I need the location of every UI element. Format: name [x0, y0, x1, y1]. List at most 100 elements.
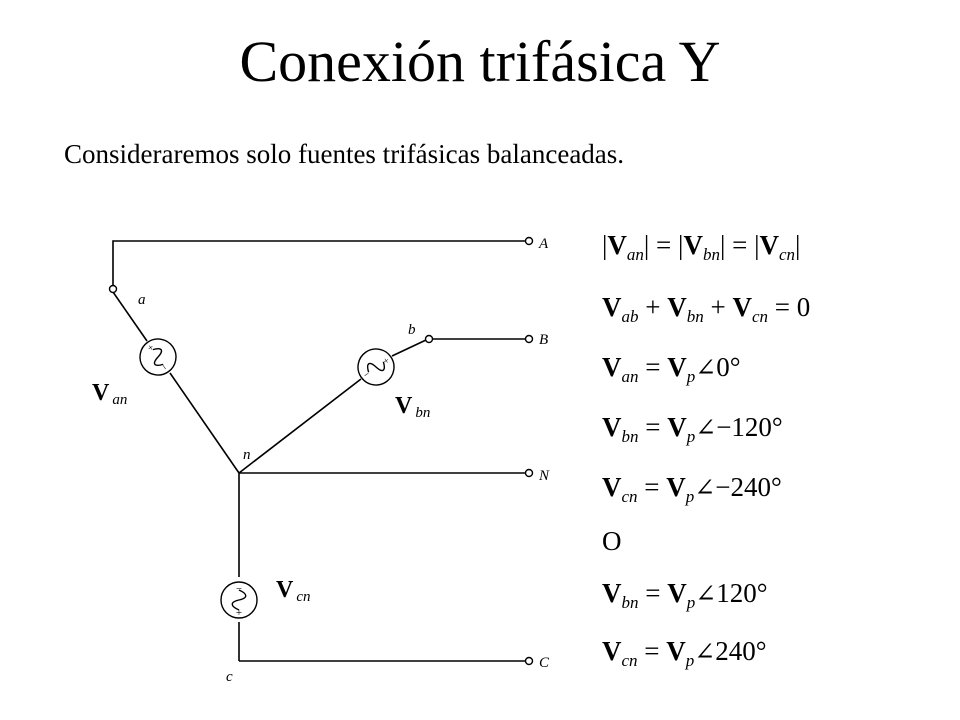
eq1-s3: cn [779, 245, 796, 264]
wire-source-b-to-b [391, 339, 427, 357]
eq2-s2: bn [686, 307, 704, 326]
eq7-s2: p [685, 651, 695, 670]
source-cn-symbol: − + [220, 581, 258, 619]
eq2-v3: V [732, 292, 752, 322]
source-an-label-symbol: V [92, 380, 110, 406]
source-an-minus: − [158, 362, 170, 373]
node-n-label: n [243, 447, 251, 463]
eq3-s1: an [621, 367, 639, 386]
eq7-value: 240° [715, 636, 767, 666]
eq1-part4: | [795, 230, 801, 260]
equation-magnitudes: |Van| = |Vbn| = |Vcn| [602, 225, 800, 265]
eq6-s1: bn [621, 593, 639, 612]
eq3-value: 0° [716, 352, 741, 382]
eq4-s1: bn [621, 427, 639, 446]
terminal-A-label: A [538, 236, 549, 252]
eq6-v2: V [667, 578, 687, 608]
source-bn-label-sub: bn [415, 405, 430, 421]
terminal-C-label: C [539, 655, 550, 671]
source-bn-plus: + [381, 355, 392, 367]
eq4-v2: V [667, 412, 687, 442]
node-b-label: b [408, 322, 416, 338]
terminal-A-dot [524, 236, 534, 246]
eq2-part3: = 0 [768, 292, 811, 322]
terminal-B-label: B [539, 332, 548, 348]
terminal-C-dot [524, 656, 534, 666]
eq1-part1: | [602, 230, 608, 260]
eq1-v1: V [607, 230, 627, 260]
source-bn-minus: − [362, 369, 373, 381]
source-bn-symbol: − + [357, 348, 395, 386]
eq1-part3: | = | [719, 230, 760, 260]
source-cn-label-symbol: V [276, 577, 294, 603]
equation-or: O [602, 526, 622, 556]
node-c-label: c [226, 669, 233, 685]
wire-a-to-A [112, 240, 526, 285]
eq2-part2: + [703, 292, 733, 322]
eq2-s1: ab [621, 307, 639, 326]
eq7-v1: V [602, 636, 622, 666]
node-b-dot [424, 334, 434, 344]
angle-icon: ∠ [695, 355, 717, 382]
terminal-N-label: N [538, 468, 550, 484]
eq7-s1: cn [621, 651, 638, 670]
eq4-v1: V [602, 412, 622, 442]
eq1-s1: an [626, 245, 644, 264]
terminal-B-dot [524, 334, 534, 344]
wire-n-to-source-b [238, 378, 362, 474]
angle-icon: ∠ [695, 581, 717, 608]
eq5-v2: V [666, 472, 686, 502]
eq5-s2: p [685, 487, 695, 506]
eq2-s3: cn [751, 307, 769, 326]
eq5-s1: cn [621, 487, 638, 506]
equation-van: Van = Vp∠0° [602, 347, 741, 389]
eq1-v3: V [759, 230, 780, 260]
eq5-part1: = [637, 472, 667, 502]
eq4-part1: = [638, 412, 668, 442]
eq6-part1: = [638, 578, 668, 608]
eq5-v1: V [602, 472, 622, 502]
eq6-v1: V [602, 578, 622, 608]
equation-vcn-pos: Vcn = Vp∠240° [602, 631, 767, 673]
eq7-part1: = [637, 636, 667, 666]
angle-icon: ∠ [694, 639, 716, 666]
eq6-s2: p [686, 593, 696, 612]
eq1-v2: V [683, 230, 703, 260]
angle-icon: ∠ [694, 475, 716, 502]
source-an-plus: + [144, 343, 156, 354]
equation-sum: Vab + Vbn + Vcn = 0 [602, 287, 810, 327]
eq5-value: −240° [715, 472, 782, 502]
eq1-part2: | = | [643, 230, 684, 260]
slide-title: Conexión trifásica Y [239, 29, 721, 94]
slide-subtitle: Consideraremos solo fuentes trifásicas b… [64, 139, 625, 169]
node-a-dot [108, 284, 118, 294]
eq3-v1: V [602, 352, 622, 382]
eq7-v2: V [666, 636, 686, 666]
eq4-s2: p [686, 427, 696, 446]
source-bn-label-symbol: V [395, 393, 413, 419]
wire-a-to-source [112, 291, 148, 342]
angle-icon: ∠ [695, 415, 717, 442]
source-cn-plus: + [236, 607, 242, 619]
eq3-s2: p [686, 367, 696, 386]
equation-vbn-neg: Vbn = Vp∠−120° [602, 407, 783, 449]
eq4-value: −120° [716, 412, 783, 442]
source-cn-label-sub: cn [296, 589, 310, 605]
eq2-v2: V [667, 292, 687, 322]
source-cn-minus: − [236, 583, 242, 595]
wire-source-a-to-n [169, 372, 240, 474]
source-an-label-sub: an [112, 392, 127, 408]
equation-vcn-neg: Vcn = Vp∠−240° [602, 467, 782, 509]
equation-vbn-pos: Vbn = Vp∠120° [602, 573, 768, 615]
eq1-s2: bn [702, 245, 720, 264]
node-a-label: a [138, 292, 146, 308]
eq6-value: 120° [716, 578, 768, 608]
eq2-part1: + [638, 292, 668, 322]
terminal-N-dot [524, 468, 534, 478]
eq3-part1: = [638, 352, 668, 382]
eq2-v1: V [602, 292, 622, 322]
